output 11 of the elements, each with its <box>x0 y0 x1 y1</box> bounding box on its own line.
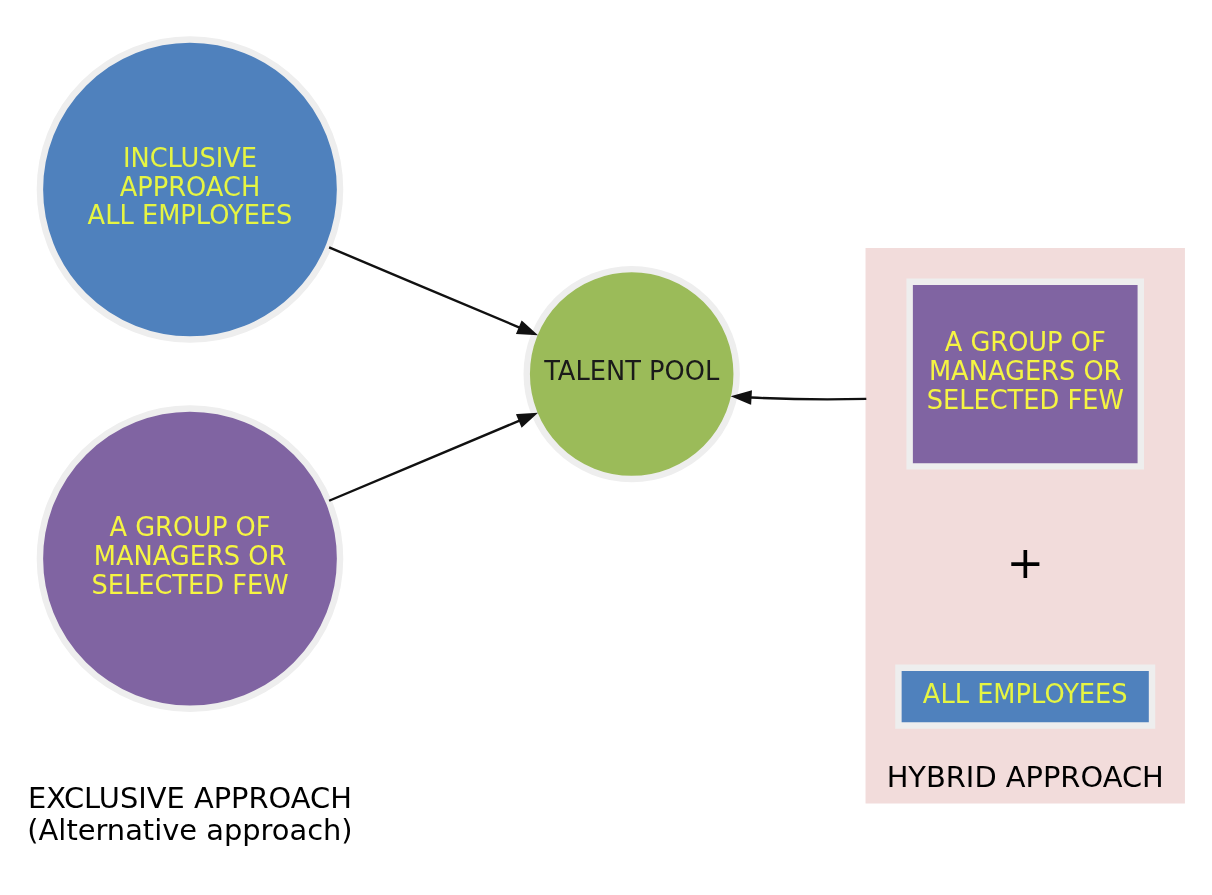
node-box: ALL EMPLOYEES <box>895 664 1156 729</box>
label: + <box>1006 535 1045 589</box>
arrow <box>730 390 867 405</box>
node-circle: INCLUSIVE APPROACH ALL EMPLOYEES <box>36 36 344 343</box>
node-circle: A GROUP OF MANAGERS OR SELECTED FEW <box>36 405 344 712</box>
arrow <box>328 412 539 502</box>
node-box: A GROUP OF MANAGERS OR SELECTED FEW <box>906 278 1144 470</box>
node-circle: TALENT POOL <box>523 265 740 483</box>
arrow <box>328 246 539 336</box>
node-label: EXCLUSIVE APPROACH <box>28 781 352 816</box>
node-label: (Alternative approach) <box>27 813 353 848</box>
